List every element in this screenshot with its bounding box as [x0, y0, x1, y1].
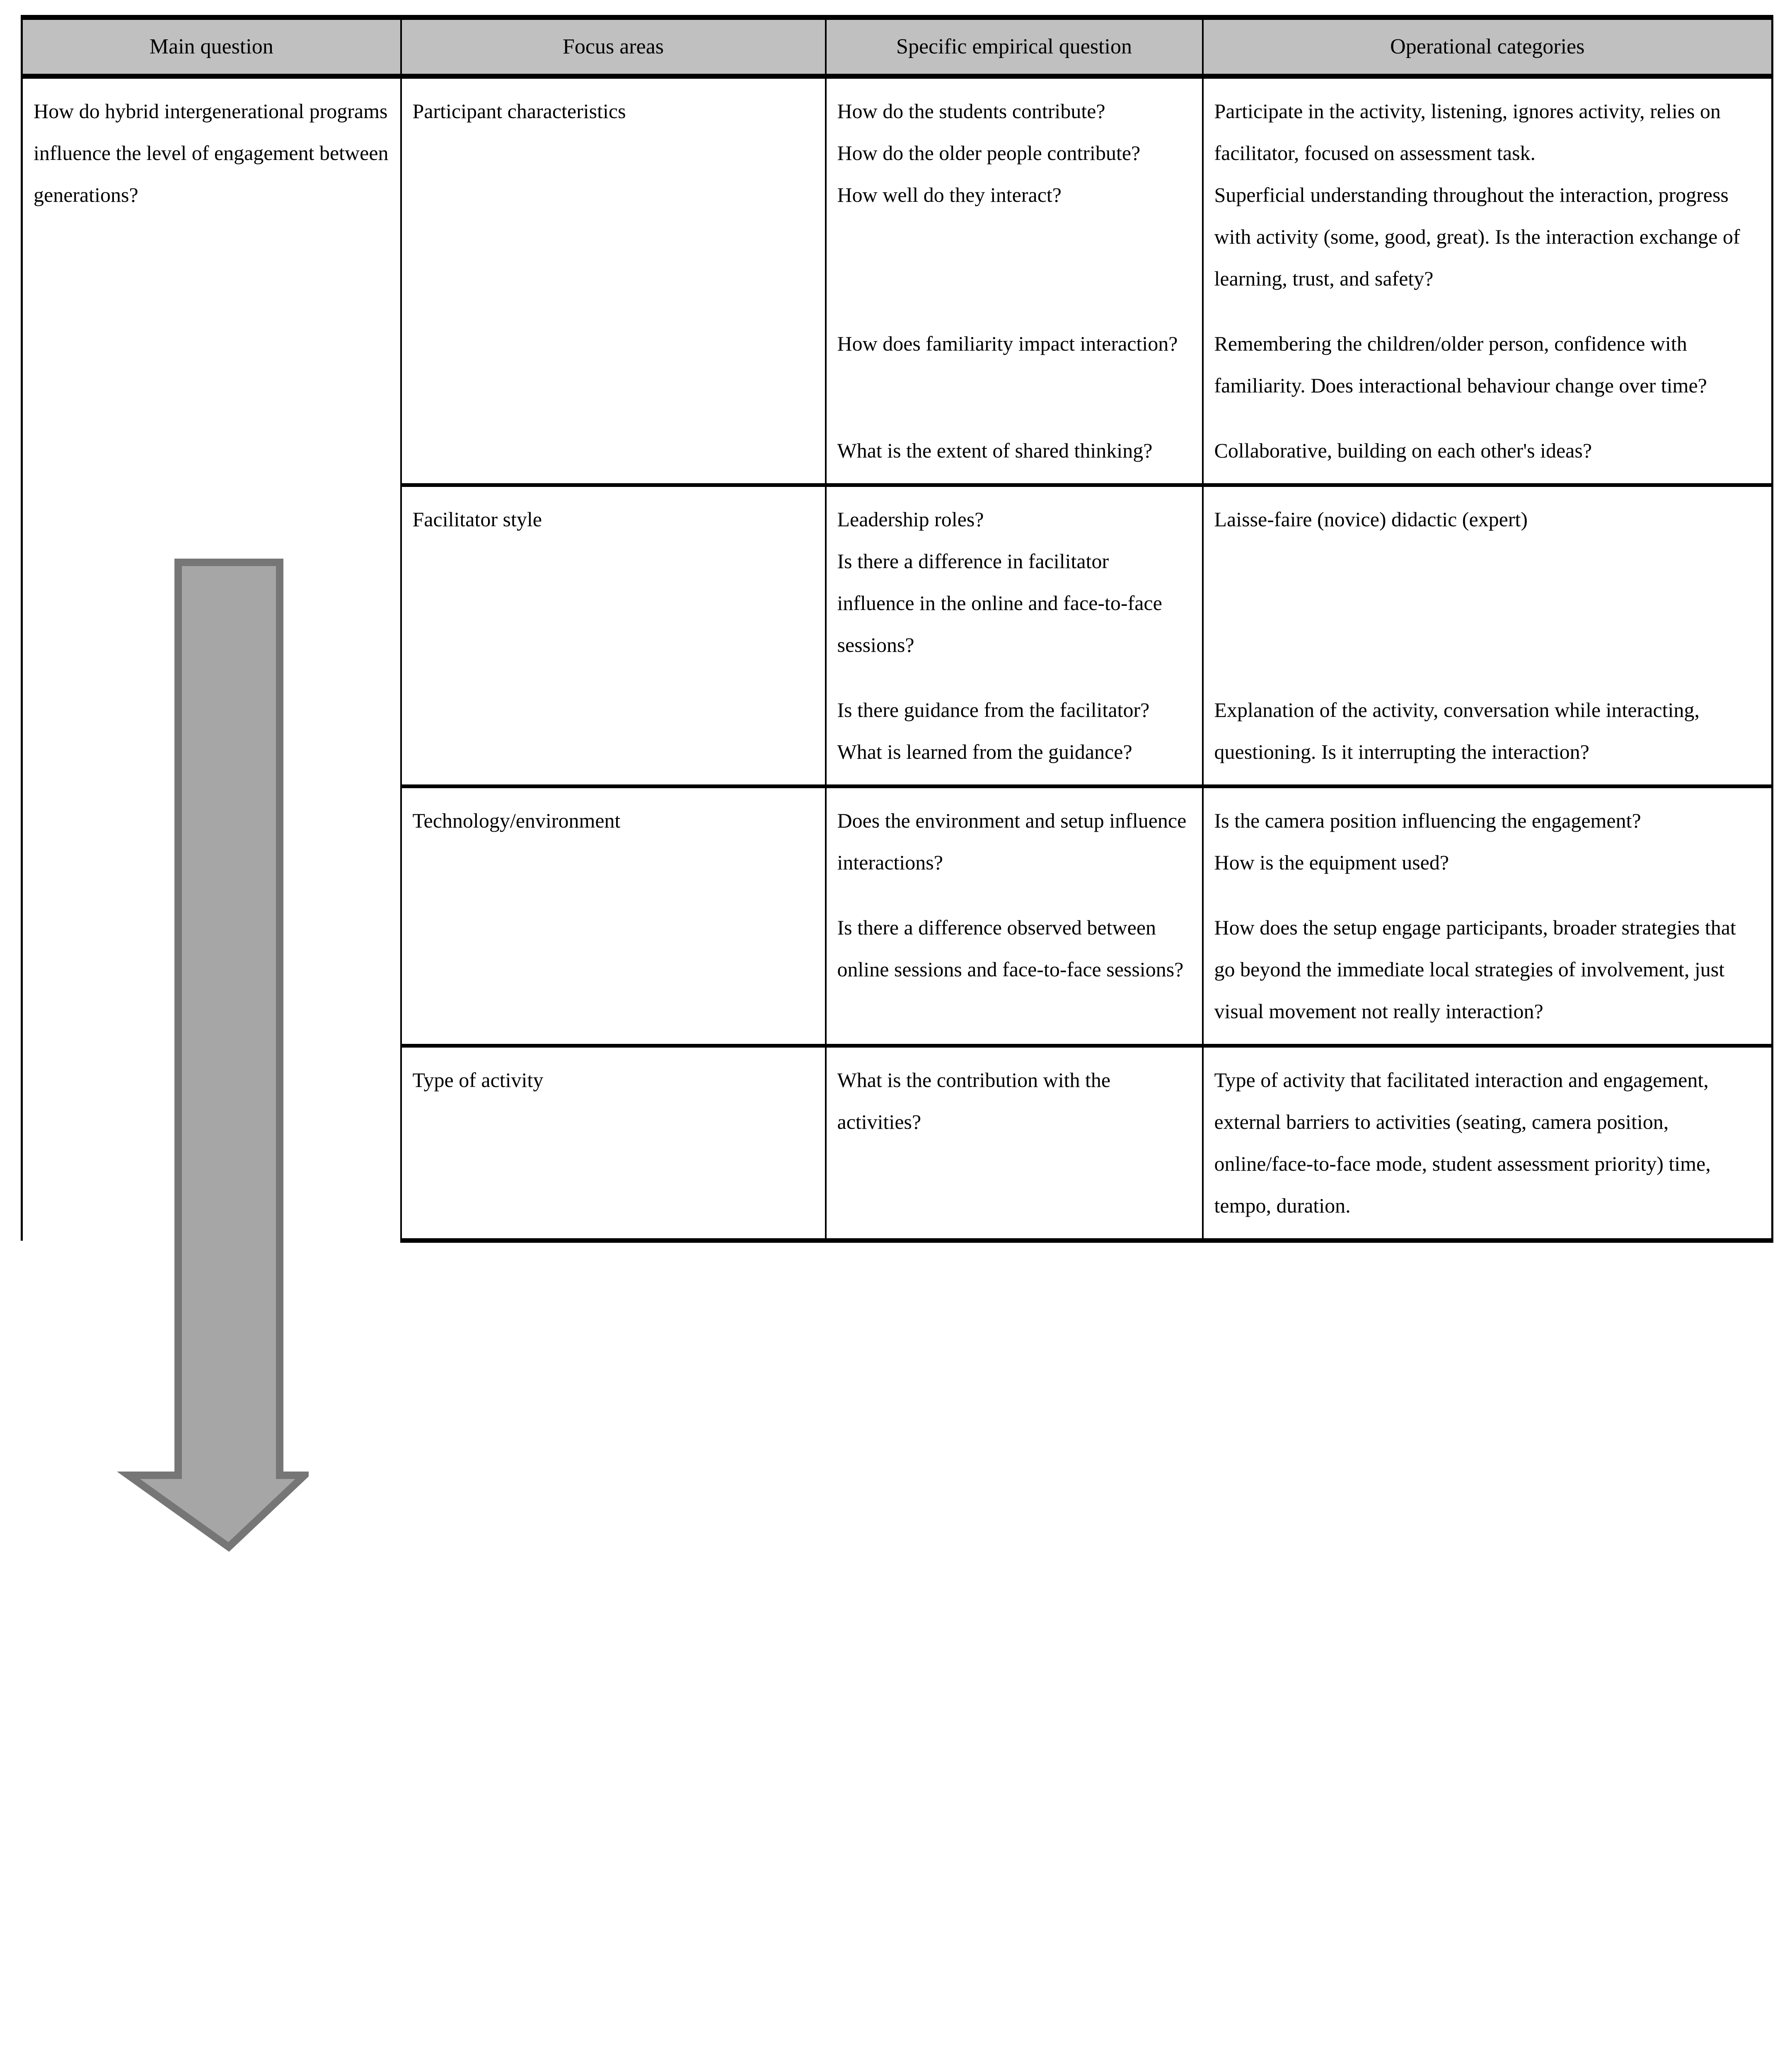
question-text: Is there a difference observed between o…: [837, 916, 1184, 981]
operational-category-cell: Laisse-faire (novice) didactic (expert): [1202, 483, 1773, 678]
column-header-focus-areas: Focus areas: [400, 15, 827, 79]
focus-area-cell-type-of-activity: Type of activity: [400, 1044, 827, 1243]
table-row: Is there guidance from the facilitator? …: [22, 678, 1773, 787]
specific-question-cell: What is the extent of shared thinking?: [825, 418, 1204, 485]
table-body: How do hybrid intergenerational programs…: [21, 76, 1773, 1552]
question-text: How do the students contribute?: [837, 99, 1105, 123]
research-framework-table: Main question Focus areas Specific empir…: [21, 15, 1773, 1552]
category-text: How is the equipment used?: [1214, 851, 1449, 874]
table-row: Facilitator style Leadership roles? Is t…: [22, 483, 1773, 787]
focus-area-cell-technology-environment: Technology/environment: [400, 784, 827, 1046]
column-header-main-question: Main question: [21, 15, 402, 79]
table-row: How do hybrid intergenerational programs…: [21, 76, 1773, 1552]
table-row: What is the extent of shared thinking? C…: [22, 418, 1773, 485]
table-row: Type of activity What is the contributio…: [22, 1044, 1773, 1243]
main-question-cell: How do hybrid intergenerational programs…: [21, 76, 402, 1552]
question-text: Is there guidance from the facilitator?: [837, 698, 1150, 722]
focus-area-cell-facilitator-style: Facilitator style: [400, 483, 827, 787]
category-text: Is the camera position influencing the e…: [1214, 809, 1641, 833]
column-header-operational-categories: Operational categories: [1202, 15, 1773, 79]
question-text: How do the older people contribute?: [837, 141, 1141, 165]
category-text: Explanation of the activity, conversatio…: [1214, 698, 1700, 764]
question-text: What is learned from the guidance?: [837, 740, 1132, 764]
question-text: How well do they interact?: [837, 183, 1062, 207]
header-row: Main question Focus areas Specific empir…: [21, 15, 1773, 79]
question-text: What is the contribution with the activi…: [837, 1068, 1111, 1134]
table-row: Technology/environment Does the environm…: [22, 784, 1773, 1046]
focus-area-label: Technology/environment: [412, 809, 621, 833]
focus-area-label: Facilitator style: [412, 508, 542, 531]
category-text: Superficial understanding throughout the…: [1214, 183, 1740, 290]
focus-area-cell-participant-characteristics: Participant characteristics: [400, 76, 827, 485]
operational-category-cell: Collaborative, building on each other's …: [1202, 418, 1773, 485]
table-row: Is there a difference observed between o…: [22, 895, 1773, 1046]
specific-question-cell: Leadership roles? Is there a difference …: [825, 483, 1204, 678]
operational-category-cell: Explanation of the activity, conversatio…: [1202, 678, 1773, 787]
operational-category-cell: Participate in the activity, listening, …: [1202, 76, 1773, 312]
operational-category-cell: Is the camera position influencing the e…: [1202, 784, 1773, 896]
specific-question-cell: Does the environment and setup influence…: [825, 784, 1204, 896]
category-text: Type of activity that facilitated intera…: [1214, 1068, 1711, 1218]
operational-category-cell: Type of activity that facilitated intera…: [1202, 1044, 1773, 1243]
specific-question-cell: Is there a difference observed between o…: [825, 895, 1204, 1046]
question-text: What is the extent of shared thinking?: [837, 439, 1153, 462]
question-text: Does the environment and setup influence…: [837, 809, 1187, 874]
question-text: Is there a difference in facilitator inf…: [837, 549, 1162, 657]
category-text: Laisse-faire (novice) didactic (expert): [1214, 508, 1528, 531]
question-text: Leadership roles?: [837, 508, 984, 531]
table-header: Main question Focus areas Specific empir…: [21, 15, 1773, 79]
main-question-text: How do hybrid intergenerational programs…: [34, 99, 389, 207]
downward-flow-arrow-icon: [116, 559, 309, 1552]
category-text: Collaborative, building on each other's …: [1214, 439, 1592, 462]
operational-category-cell: How does the setup engage participants, …: [1202, 895, 1773, 1046]
arrow-container: [23, 79, 400, 1552]
category-text: How does the setup engage participants, …: [1214, 916, 1736, 1023]
question-text: How does familiarity impact interaction?: [837, 332, 1178, 356]
category-text: Remembering the children/older person, c…: [1214, 332, 1707, 397]
operational-category-cell: Remembering the children/older person, c…: [1202, 311, 1773, 419]
specific-question-cell: How do the students contribute? How do t…: [825, 76, 1204, 312]
specific-question-cell: What is the contribution with the activi…: [825, 1044, 1204, 1243]
specific-question-cell: Is there guidance from the facilitator? …: [825, 678, 1204, 787]
column-header-specific-question: Specific empirical question: [825, 15, 1204, 79]
focus-area-label: Type of activity: [412, 1068, 544, 1092]
category-text: Participate in the activity, listening, …: [1214, 99, 1721, 165]
table-row: How does familiarity impact interaction?…: [22, 311, 1773, 419]
focus-area-label: Participant characteristics: [412, 99, 626, 123]
specific-question-cell: How does familiarity impact interaction?: [825, 311, 1204, 419]
